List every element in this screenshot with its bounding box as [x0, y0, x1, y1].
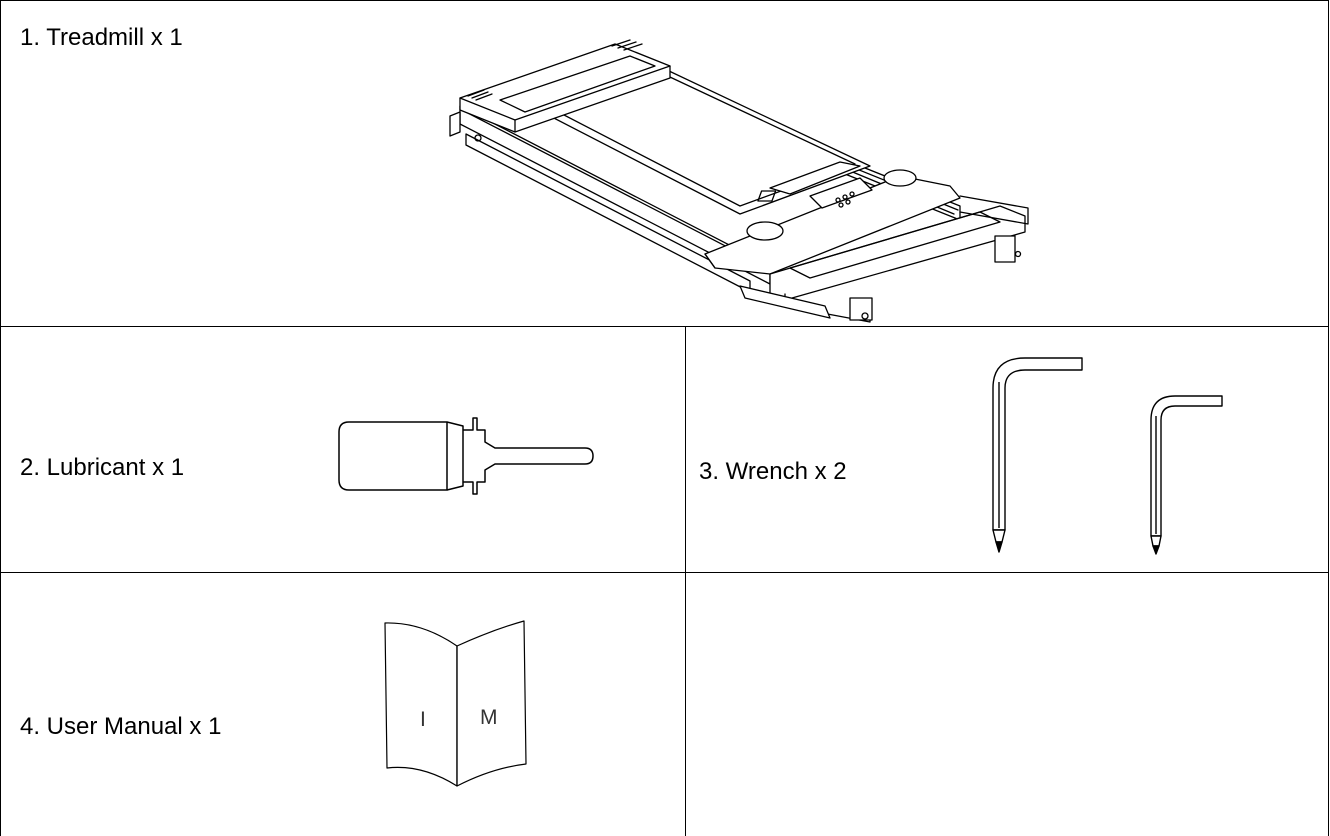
lubricant-bottle-icon [335, 408, 600, 504]
column-divider [685, 326, 686, 836]
allen-wrench-icon [985, 352, 1085, 562]
treadmill-icon [440, 36, 1040, 326]
row-divider-2 [0, 572, 1329, 573]
manual-letter-left: I [420, 708, 426, 731]
item-label-wrench: 3. Wrench x 2 [699, 458, 847, 485]
item-label-user-manual: 4. User Manual x 1 [20, 713, 222, 740]
manual-letter-right: M [480, 706, 498, 729]
allen-wrench-icon [1145, 390, 1225, 560]
row-divider-1 [0, 326, 1329, 327]
item-label-lubricant: 2. Lubricant x 1 [20, 454, 185, 481]
item-label-treadmill: 1. Treadmill x 1 [20, 24, 183, 51]
user-manual-icon [382, 616, 532, 792]
